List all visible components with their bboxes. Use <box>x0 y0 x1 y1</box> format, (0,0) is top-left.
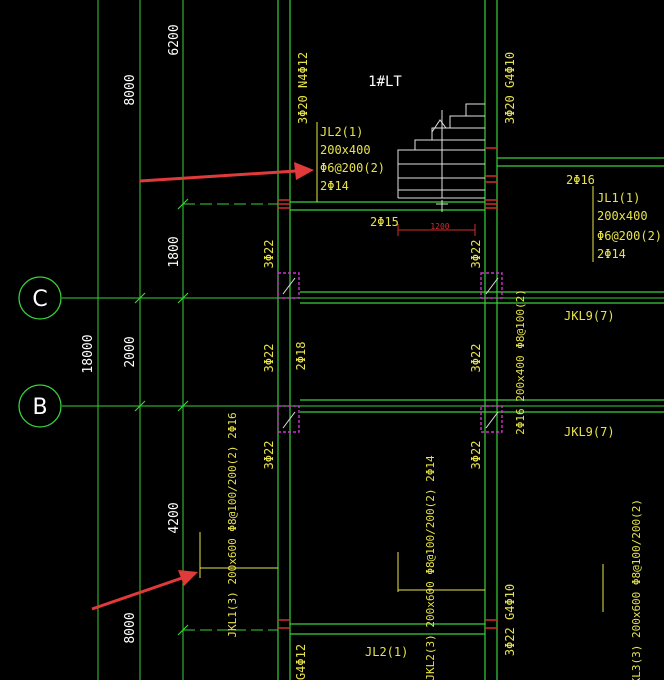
label-3phi22-b: 3Φ22 <box>469 240 483 269</box>
dimension-1800: 1800 <box>167 236 182 267</box>
label-jkl9-top: JKL9(7) <box>564 309 615 323</box>
dimension-18000: 18000 <box>81 334 96 373</box>
column-hatching <box>282 277 499 429</box>
axis-label-c: C <box>32 287 47 312</box>
label-mid-right-vertical: 2Φ16 200x400 Φ8@100(2) <box>514 289 527 435</box>
stair-symbol <box>397 103 485 212</box>
dimension-texts: 6200 8000 1800 2000 18000 4200 8000 <box>81 24 182 643</box>
dimension-8000-top: 8000 <box>123 74 138 105</box>
stair-dim-1200: 1200 <box>430 222 449 231</box>
jl1-line-3: Φ6@200(2) <box>597 229 662 243</box>
label-2phi15: 2Φ15 <box>370 215 399 229</box>
label-jkl2: JKL2(3) 200x600 Φ8@100/200(2) 2Φ14 <box>424 455 437 680</box>
label-jkl9-bottom: JKL9(7) <box>564 425 615 439</box>
label-bottom-right-bar: 3Φ22 G4Φ10 <box>503 584 517 656</box>
jl1-line-1: JL1(1) <box>597 191 640 205</box>
rebar-marks <box>278 147 497 629</box>
column-c-right <box>480 272 503 299</box>
column-b-right <box>480 405 503 433</box>
label-right-col-top: 3Φ20 G4Φ10 <box>503 52 517 124</box>
label-3phi22-f: 3Φ22 <box>469 441 483 470</box>
jl1-line-2: 200x400 <box>597 209 648 223</box>
walls <box>277 0 664 680</box>
label-3phi22-e: 3Φ22 <box>262 441 276 470</box>
axis-bubble-b: B <box>18 384 62 428</box>
label-jkl3: JKL3(3) 200x600 Φ8@100/200(2) <box>630 499 643 680</box>
dimension-4200: 4200 <box>167 502 182 533</box>
jl2-top-line-1: JL2(1) <box>320 125 363 139</box>
label-2phi18: 2Φ18 <box>294 342 308 371</box>
label-jkl1: JKL1(3) 200x600 Φ8@100/200(2) 2Φ16 <box>226 412 239 637</box>
label-bottom-left-bar: G4Φ12 <box>294 644 308 680</box>
column-b-left <box>277 405 300 433</box>
label-3phi22-c: 3Φ22 <box>262 344 276 373</box>
axis-label-b: B <box>32 395 47 420</box>
dimension-8000-bottom: 8000 <box>123 612 138 643</box>
label-3phi22-a: 3Φ22 <box>262 240 276 269</box>
jl1-label: JL1(1) 200x400 Φ6@200(2) 2Φ14 <box>597 191 662 261</box>
jl1-line-4: 2Φ14 <box>597 247 626 261</box>
dimension-2000: 2000 <box>123 336 138 367</box>
label-left-col-top: 3Φ20 N4Φ12 <box>296 52 310 124</box>
label-2phi16-right: 2Φ16 <box>566 173 595 187</box>
leader-lines <box>199 122 604 612</box>
axis-bubble-c: C <box>18 276 62 320</box>
red-arrow-top <box>139 162 314 183</box>
red-arrow-bottom <box>91 570 198 611</box>
grid-lines <box>62 0 664 680</box>
stair-title: 1#LT <box>368 74 402 90</box>
label-jl2-bottom: JL2(1) <box>365 645 408 659</box>
jl2-top-line-4: 2Φ14 <box>320 179 349 193</box>
jl2-top-label: JL2(1) 200x400 Φ6@200(2) 2Φ14 <box>320 125 385 193</box>
jl2-top-line-2: 200x400 <box>320 143 371 157</box>
column-c-left <box>277 272 300 299</box>
dimension-ticks <box>134 198 189 636</box>
dimension-6200: 6200 <box>167 24 182 55</box>
label-3phi22-d: 3Φ22 <box>469 344 483 373</box>
stair-dimension: 1200 <box>397 222 476 236</box>
rotated-labels: 3Φ20 N4Φ12 3Φ20 G4Φ10 3Φ22 3Φ22 3Φ22 2Φ1… <box>226 52 643 680</box>
columns <box>277 272 503 433</box>
jl2-top-line-3: Φ6@200(2) <box>320 161 385 175</box>
